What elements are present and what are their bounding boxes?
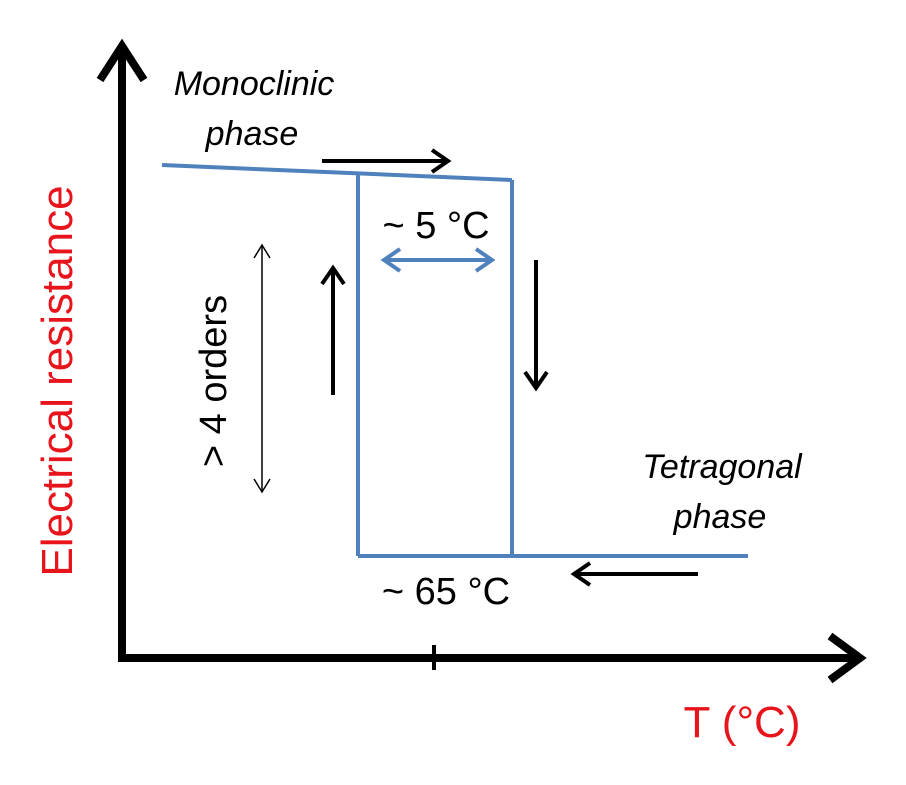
monoclinic-branch xyxy=(161,163,513,182)
tetragonal-label: Tetragonal xyxy=(642,448,803,486)
cooling-arrow-up xyxy=(320,264,346,395)
tetragonal-phase-label: phase xyxy=(673,498,767,536)
monoclinic-phase-label: phase xyxy=(205,115,299,153)
hysteresis-width-arrow xyxy=(380,247,496,273)
y-axis-arrowhead xyxy=(96,38,148,83)
hysteresis-curve xyxy=(161,163,748,558)
hysteresis-width-label: ~ 5 °C xyxy=(382,205,489,247)
transition-temp-label: ~ 65 °C xyxy=(382,571,510,613)
heating-arrow-down xyxy=(523,260,549,392)
monoclinic-label: Monoclinic xyxy=(174,65,335,103)
direction-arrows xyxy=(320,148,698,587)
resistance-change-arrow xyxy=(253,243,271,494)
x-axis-label: T (°C) xyxy=(684,698,801,747)
cooling-arrow-left xyxy=(570,561,698,587)
heating-arrow-top xyxy=(322,148,452,174)
x-axis-arrowhead xyxy=(827,632,867,684)
y-axis-label: Electrical resistance xyxy=(33,185,82,576)
axes xyxy=(96,38,867,684)
resistance-change-label: > 4 orders xyxy=(193,295,235,467)
